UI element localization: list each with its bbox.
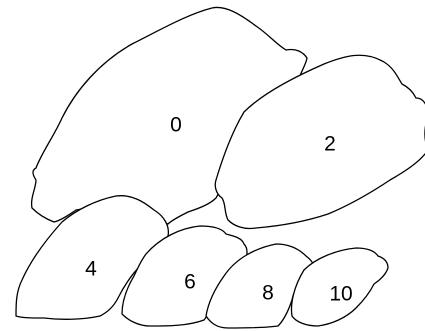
region-10-label: 10	[329, 283, 352, 306]
region-2-label: 2	[324, 133, 336, 156]
region-0-label: 0	[170, 114, 182, 137]
region-6-label: 6	[184, 271, 196, 294]
region-4-label: 4	[85, 258, 97, 281]
region-8-label: 8	[262, 282, 274, 305]
